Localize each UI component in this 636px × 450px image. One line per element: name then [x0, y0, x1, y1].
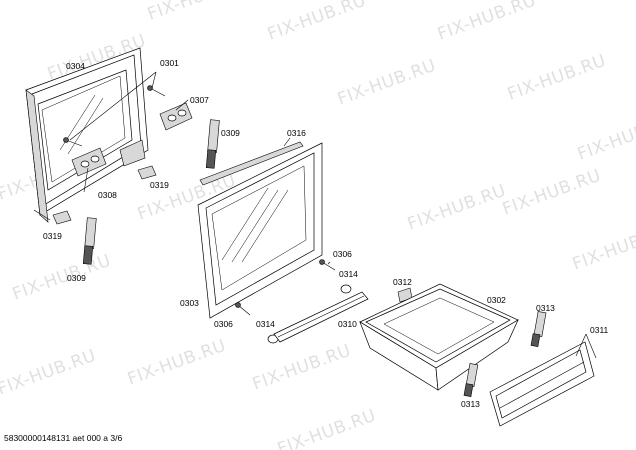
label-0319: 0319	[43, 231, 62, 241]
watermark: FIX-HUB.RU	[575, 111, 636, 165]
label-0304: 0304	[66, 61, 85, 71]
label-0308: 0308	[98, 190, 117, 200]
label-0301: 0301	[160, 58, 179, 68]
label-0311: 0311	[590, 325, 609, 335]
watermark: FIX-HUB.RU	[500, 166, 604, 220]
label-0316: 0316	[287, 128, 306, 138]
watermark: FIX-HUB.RU	[405, 181, 509, 235]
hinge-block-0307	[71, 102, 193, 177]
label-0309: 0309	[221, 128, 240, 138]
watermark: FIX-HUB.RU	[145, 0, 249, 25]
watermark: FIX-HUB.RU	[275, 406, 379, 450]
label-0302: 0302	[487, 295, 506, 305]
cap-0314	[267, 284, 352, 344]
outer-door-0303	[197, 142, 323, 319]
watermark: FIX-HUB.RU	[10, 251, 114, 305]
drawer-tray-0302	[359, 283, 519, 391]
part-labels: 0304 0301 0307 0309 0316 0319 0308 0319 …	[43, 58, 609, 409]
watermark: FIX-HUB.RU	[435, 0, 539, 45]
watermark: FIX-HUB.RU	[250, 341, 354, 395]
watermark: FIX-HUB.RU	[265, 0, 369, 45]
label-0312: 0312	[393, 277, 412, 287]
watermark: FIX-HUB.RU	[0, 346, 99, 400]
label-0306: 0306	[333, 249, 352, 259]
screw-0301	[63, 85, 166, 147]
label-0309: 0309	[67, 273, 86, 283]
label-0314: 0314	[339, 269, 358, 279]
label-0307: 0307	[190, 95, 209, 105]
drawing-reference: 58300000148131 aet 000 a 3/6	[4, 433, 122, 443]
drawer-front-0311	[489, 341, 595, 427]
watermark: FIX-HUB.RU	[125, 336, 229, 390]
label-0313: 0313	[536, 303, 555, 313]
label-0303: 0303	[180, 298, 199, 308]
label-0314: 0314	[256, 319, 275, 329]
slide-rail-0313	[463, 311, 547, 397]
inner-door-frame-0304	[25, 47, 149, 223]
label-0306: 0306	[214, 319, 233, 329]
label-0310: 0310	[338, 319, 357, 329]
label-0313: 0313	[461, 399, 480, 409]
hinge-0309	[82, 119, 220, 265]
seal-strip-0316	[199, 141, 304, 186]
leader-lines	[69, 71, 597, 359]
door-handle-0310	[273, 291, 369, 343]
watermark: FIX-HUB.RU	[505, 51, 609, 105]
screw-0306	[235, 259, 336, 316]
clip-0319	[52, 165, 157, 225]
watermark: FIX-HUB.RU	[335, 56, 439, 110]
watermark: FIX-HUB.RU	[570, 221, 636, 275]
label-0319: 0319	[150, 180, 169, 190]
